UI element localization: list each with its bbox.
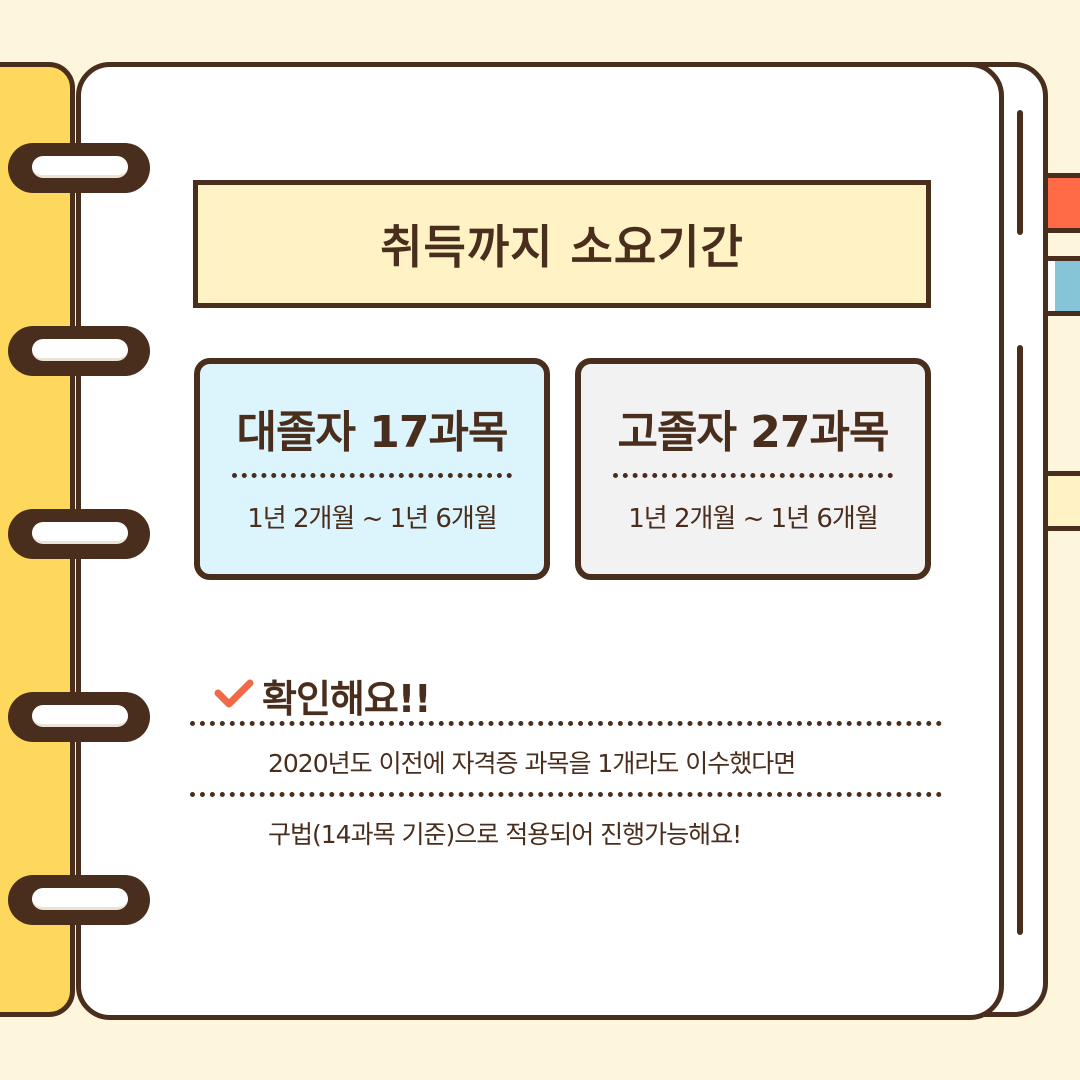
binder-ring xyxy=(8,692,150,742)
dotted-divider xyxy=(190,792,942,797)
binder-ring xyxy=(8,509,150,559)
tab-blue xyxy=(1055,256,1080,316)
page-title: 취득까지 소요기간 xyxy=(380,220,744,274)
card-heading: 고졸자 27과목 xyxy=(617,407,890,458)
title-banner: 취득까지 소요기간 xyxy=(193,180,931,308)
notice-line-1: 2020년도 이전에 자격증 과목을 1개라도 이수했다면 xyxy=(268,749,796,778)
notice-title: 확인해요!! xyxy=(262,677,432,721)
card-period: 1년 2개월 ~ 1년 6개월 xyxy=(628,504,879,534)
back-page-line xyxy=(1017,345,1023,935)
binder-ring xyxy=(8,875,150,925)
check-icon xyxy=(214,679,254,708)
dotted-divider xyxy=(190,721,942,726)
card-heading: 대졸자 17과목 xyxy=(236,407,509,458)
card-period: 1년 2개월 ~ 1년 6개월 xyxy=(247,504,498,534)
high-school-graduate-card: 고졸자 27과목 1년 2개월 ~ 1년 6개월 xyxy=(575,358,931,580)
notice-line-2: 구법(14과목 기준)으로 적용되어 진행가능해요! xyxy=(268,820,742,849)
binder-ring xyxy=(8,326,150,376)
dotted-divider xyxy=(613,473,893,478)
college-graduate-card: 대졸자 17과목 1년 2개월 ~ 1년 6개월 xyxy=(194,358,550,580)
binder-ring xyxy=(8,143,150,193)
dotted-divider xyxy=(232,473,512,478)
back-page-line xyxy=(1017,110,1023,235)
